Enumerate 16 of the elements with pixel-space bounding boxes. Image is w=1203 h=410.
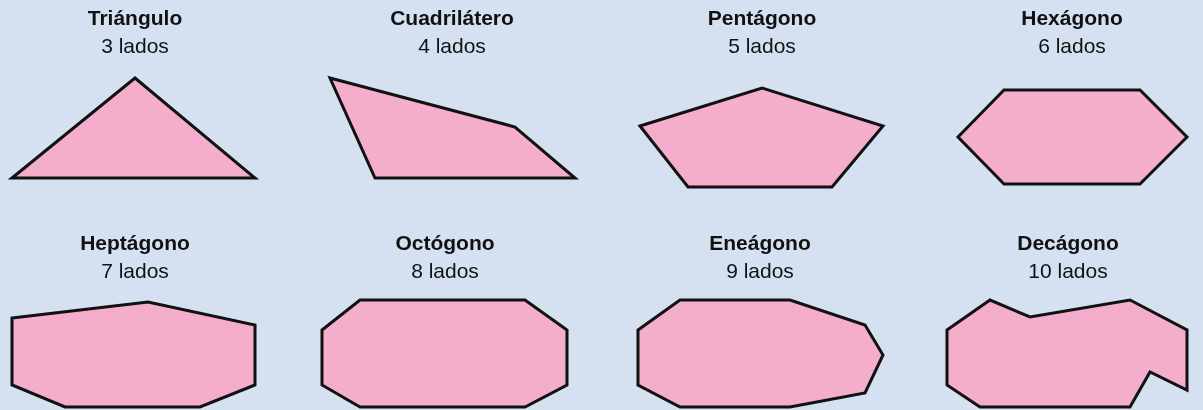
shape-name: Triángulo [87, 6, 183, 30]
shape-name: Heptágono [80, 231, 190, 255]
shape-name: Octógono [395, 231, 495, 255]
shape-name: Pentágono [707, 6, 817, 30]
side-count: 9 lados [726, 259, 794, 283]
side-count: 4 lados [418, 34, 486, 58]
side-count: 3 lados [101, 34, 169, 58]
side-count: 6 lados [1038, 34, 1106, 58]
shape-name: Eneágono [709, 231, 811, 255]
shape-name: Hexágono [1021, 6, 1123, 30]
shape-name: Decágono [1017, 231, 1119, 255]
side-count: 10 lados [1028, 259, 1108, 283]
shape-name: Cuadrilátero [390, 6, 514, 30]
side-count: 8 lados [411, 259, 479, 283]
side-count: 7 lados [101, 259, 169, 283]
side-count: 5 lados [728, 34, 796, 58]
